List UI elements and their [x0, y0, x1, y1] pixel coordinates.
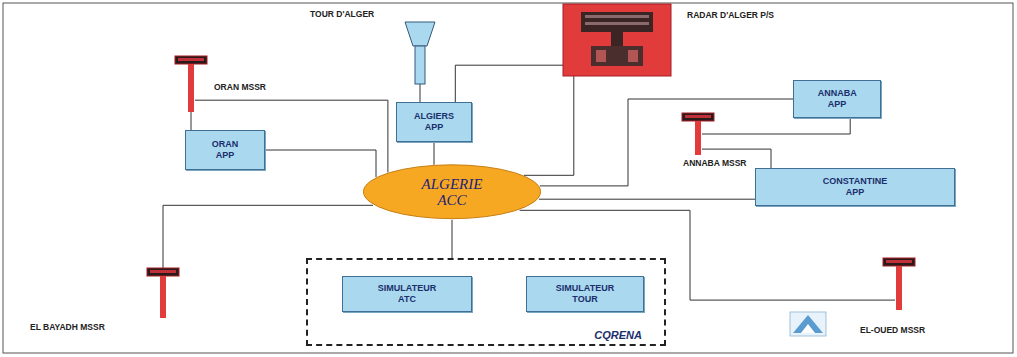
connector-line [420, 84, 421, 102]
tower-icon: TOUR D'ALGER [405, 22, 435, 84]
connector-line [434, 142, 435, 165]
node-label: SIMULATEUR TOUR [556, 283, 614, 306]
process-box: SIMULATEUR TOUR [526, 276, 644, 312]
ellipse-node: ALGERIE ACC [362, 164, 542, 220]
icon-label: TOUR D'ALGER [310, 9, 374, 19]
icon-label: ORAN MSSR [214, 82, 266, 92]
icon-label-block: ANNABA MSSR [683, 158, 746, 168]
icon-label-block: EL BAYADH MSSR [30, 322, 105, 332]
text-center: ALGERIE ACC [362, 164, 542, 220]
antenna-icon: EL-OUED MSSR [895, 258, 903, 310]
icon-label-block: TOUR D'ALGER [310, 9, 374, 19]
icon-label-block: RADAR D'ALGER P/S [687, 10, 774, 20]
process-box: ANNABA APP [793, 80, 881, 118]
node-label: ANNABA APP [818, 88, 857, 111]
antenna-icon: ORAN MSSR [187, 56, 195, 112]
radar-icon: RADAR D'ALGER P/S [563, 4, 671, 76]
node-label: ALGERIE ACC [422, 176, 483, 209]
node-label: ORAN APP [212, 139, 239, 162]
process-box: ORAN APP [185, 130, 265, 170]
text-block: ALGERIE ACC [422, 176, 483, 209]
antenna-icon-drawing [895, 258, 903, 310]
icon-label: EL BAYADH MSSR [30, 322, 105, 332]
antenna-icon-drawing [694, 113, 702, 155]
antenna-icon: ANNABA MSSR [694, 113, 702, 155]
text-block: ALGIERS APP [414, 111, 454, 134]
process-box: CONSTANTINE APP [755, 168, 955, 206]
image-frame [3, 3, 1013, 353]
connector-line [702, 118, 850, 134]
antenna-icon: EL BAYADH MSSR [159, 268, 167, 318]
tower-icon-drawing [405, 22, 435, 84]
icon-label: EL-OUED MSSR [860, 325, 925, 335]
text-block: ORAN APP [212, 139, 239, 162]
text-block: SIMULATEUR ATC [378, 283, 436, 306]
connector-line [524, 76, 574, 175]
icon-label: ANNABA MSSR [683, 158, 746, 168]
process-box: SIMULATEUR ATC [342, 276, 472, 312]
icon-label-block: EL-OUED MSSR [860, 325, 925, 335]
connector-line [191, 112, 192, 130]
icon-label-block: ORAN MSSR [214, 82, 266, 92]
icon-label: RADAR D'ALGER P/S [687, 10, 774, 20]
connector-line [452, 220, 453, 258]
radar-icon-drawing [563, 4, 671, 76]
connector-line [455, 65, 563, 102]
text-block: SIMULATEUR TOUR [556, 283, 614, 306]
antenna-icon-drawing [159, 268, 167, 318]
node-label: CONSTANTINE APP [823, 176, 887, 199]
node-label: SIMULATEUR ATC [378, 283, 436, 306]
logo-symbol [790, 312, 826, 336]
group-box: CQRENA SIMULATEUR ATC SIMULATEUR TOUR [306, 258, 666, 346]
text-block: ANNABA APP [818, 88, 857, 111]
group-label: CQRENA [594, 329, 642, 341]
text-block: CONSTANTINE APP [823, 176, 887, 199]
group-label-block: CQRENA [594, 329, 642, 341]
connector-line [539, 199, 755, 200]
antenna-icon-drawing [187, 56, 195, 112]
node-label: ALGIERS APP [414, 111, 454, 134]
process-box: ALGIERS APP [396, 102, 472, 142]
connector-line [265, 150, 376, 177]
